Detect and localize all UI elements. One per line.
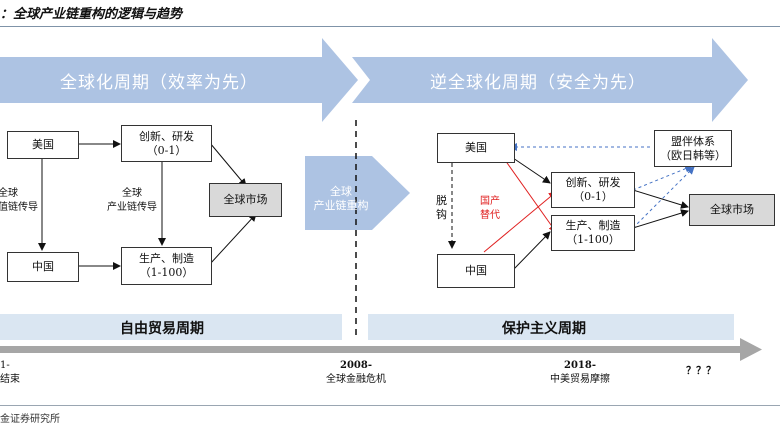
timeline-2008-label: 2008-全球金融危机	[326, 360, 386, 385]
left-value-chain-label: 全球值链传导	[0, 188, 38, 213]
center-restructure-label: 全球产业链重构	[313, 185, 369, 212]
right-alliance-box: 盟伴体系（欧日韩等）	[654, 130, 732, 167]
right-market-box: 全球市场	[689, 194, 775, 226]
timeline-2018-label: 2018-中美贸易摩擦	[550, 360, 610, 385]
free-trade-band: 自由贸易周期	[0, 314, 342, 340]
right-banner-label: 逆全球化周期（安全为先）	[430, 73, 646, 93]
protectionism-band: 保护主义周期	[368, 314, 734, 340]
timeline-arrowhead	[740, 338, 762, 361]
timeline-bar	[0, 346, 742, 353]
left-banner-arrow	[0, 38, 358, 122]
right-usa-box: 美国	[437, 133, 515, 163]
left-usa-box: 美国	[7, 131, 79, 159]
center-arrow	[305, 156, 410, 230]
source-note: 金证券研究所	[0, 414, 60, 425]
title-divider	[0, 26, 780, 27]
figure-title: ：全球产业链重构的逻辑与趋势	[0, 7, 183, 22]
left-rd-box: 创新、研发（0-1）	[121, 125, 212, 162]
source-divider	[0, 405, 780, 406]
left-mfg-box: 生产、制造（1-100）	[121, 247, 212, 285]
left-banner-label: 全球化周期（效率为先）	[60, 73, 258, 93]
domestic-substitution-label: 国产替代	[480, 196, 500, 221]
right-mfg-box: 生产、制造（1-100）	[551, 215, 635, 251]
left-market-box: 全球市场	[209, 183, 282, 217]
right-banner-arrow	[352, 38, 748, 122]
timeline-left-label: 1-结束	[0, 360, 20, 385]
timeline-future-label: ？？？	[686, 366, 716, 377]
right-rd-box: 创新、研发（0-1）	[551, 172, 635, 208]
left-china-box: 中国	[7, 252, 79, 282]
left-industry-chain-label: 全球产业链传导	[107, 188, 157, 213]
right-china-box: 中国	[437, 254, 515, 288]
decouple-label: 脱钩	[436, 194, 447, 221]
